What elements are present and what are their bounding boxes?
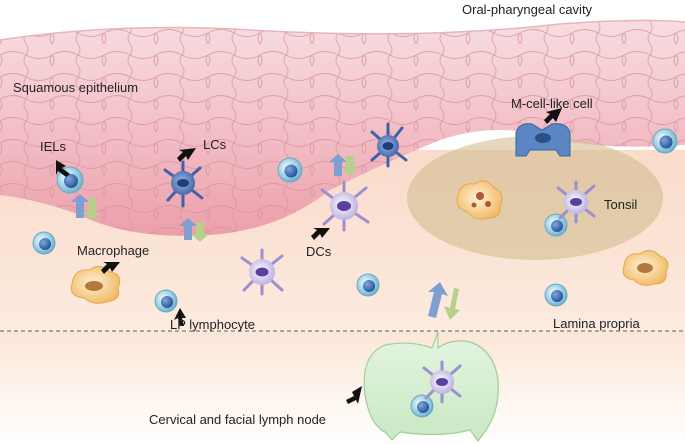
label-lymph-node: Cervical and facial lymph node	[149, 412, 327, 427]
langerhans-cell	[163, 160, 204, 208]
migration-arrows-lymph-node	[428, 282, 460, 320]
pointer-lcs	[177, 148, 196, 162]
dendritic-cell	[240, 248, 284, 296]
label-macrophage: Macrophage	[77, 243, 150, 258]
pointer-lp-lymphocyte	[174, 308, 186, 326]
label-lamina-propria: Lamina propria	[553, 316, 640, 331]
label-oral-pharyngeal-cavity: Oral-pharyngeal cavity	[462, 2, 593, 17]
label-lp-lymphocyte: LP lymphocyte	[170, 317, 256, 332]
pointer-iels	[56, 160, 70, 177]
label-lcs: LCs	[203, 137, 227, 152]
label-squamous-epithelium: Squamous epithelium	[13, 80, 139, 95]
lymphocyte-cell	[410, 394, 434, 418]
lymphocyte-cell	[544, 283, 568, 307]
lymphocyte-cell	[154, 289, 178, 313]
pointer-macrophage	[101, 262, 120, 274]
lymphocyte-cell	[652, 128, 678, 154]
lymphocyte-cell	[356, 273, 380, 297]
pointer-lymph-node	[346, 386, 362, 404]
macrophage-cell	[456, 180, 503, 220]
migration-arrows-dcs	[329, 154, 359, 176]
lymphocyte-cell	[544, 213, 568, 237]
label-tonsil: Tonsil	[604, 197, 638, 212]
epithelium-surface	[0, 19, 685, 41]
migration-arrows-iels	[71, 194, 101, 220]
dendritic-cell	[320, 180, 370, 232]
pointer-dcs	[311, 228, 330, 240]
lymphocyte-cell	[277, 157, 303, 183]
pointer-arrows	[56, 108, 562, 404]
dendritic-cell	[556, 180, 596, 224]
lymphocyte-cell	[32, 231, 56, 255]
langerhans-cell	[370, 122, 408, 168]
pointer-m-cell	[544, 108, 562, 124]
label-iels: IELs	[40, 139, 67, 154]
macrophage-cell	[622, 250, 669, 286]
label-dcs: DCs	[306, 244, 332, 259]
deep-tissue-layer	[0, 330, 685, 444]
dendritic-cell	[422, 360, 462, 404]
migration-arrows-lcs	[179, 218, 209, 242]
tonsil-region	[407, 136, 663, 260]
label-m-cell-like-cell: M-cell-like cell	[511, 96, 593, 111]
m-cell-like-cell	[515, 123, 571, 157]
macrophage-cell	[70, 266, 121, 304]
